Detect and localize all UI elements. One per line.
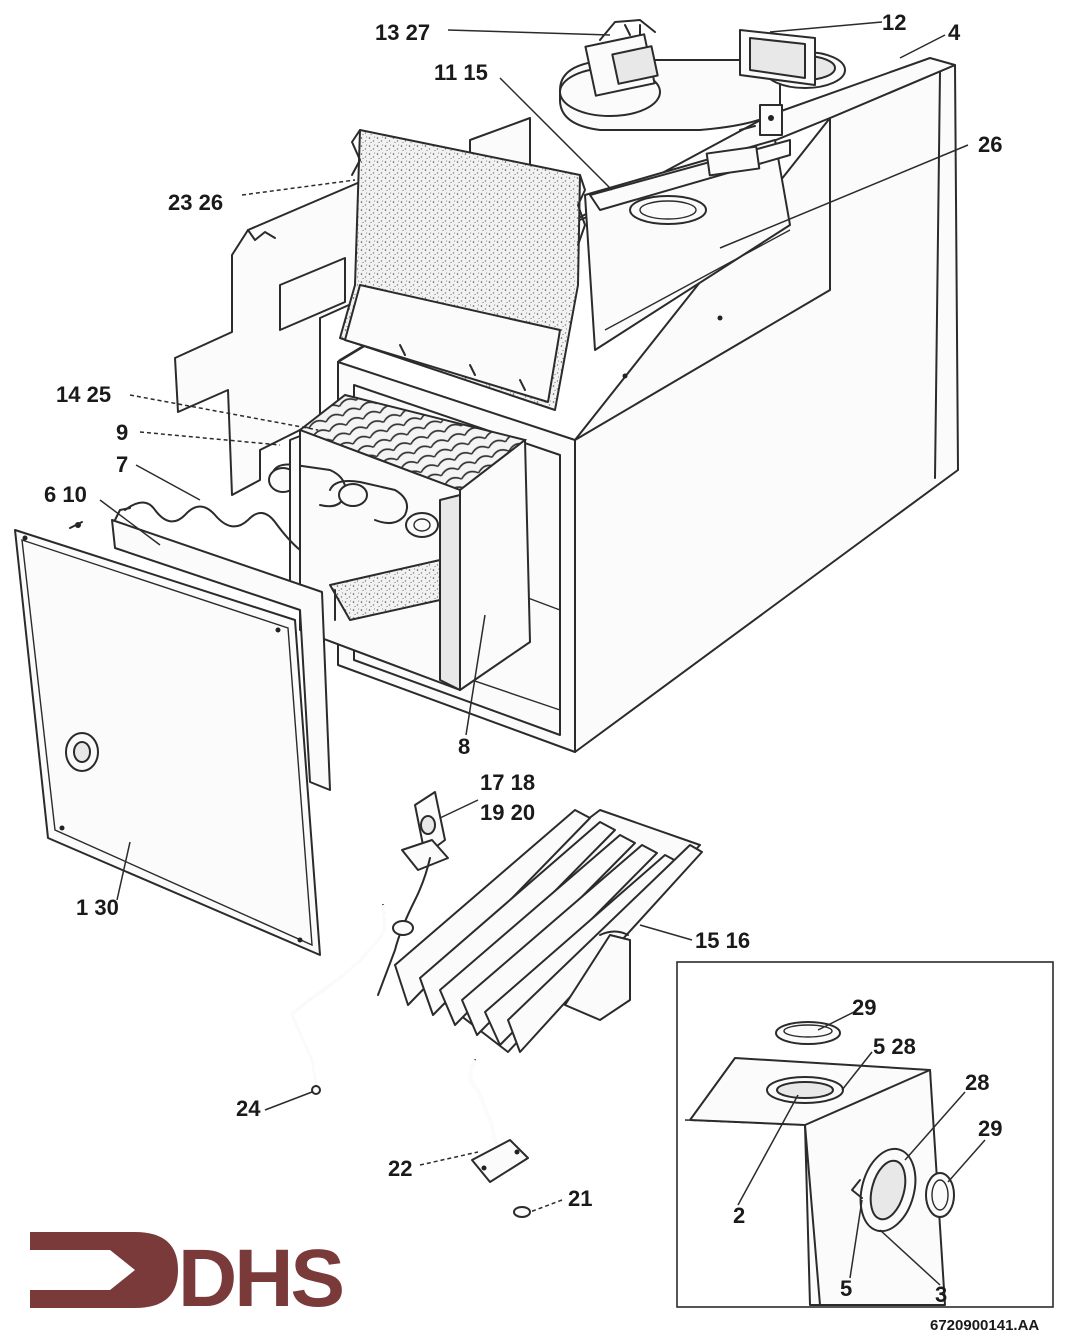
- label-23-26: 23 26: [168, 190, 223, 215]
- draught-diverter: [584, 139, 791, 351]
- label-15-16: 15 16: [695, 928, 750, 953]
- label-3: 3: [935, 1282, 947, 1307]
- label-1-30: 1 30: [76, 895, 119, 920]
- label-14-25: 14 25: [56, 382, 111, 407]
- label-29-side: 29: [978, 1116, 1002, 1141]
- pilot-tube: [290, 904, 387, 1095]
- label-17-18: 17 18: [480, 770, 535, 795]
- burner-assembly: [394, 809, 703, 1053]
- dhs-logo: DHS: [30, 1232, 345, 1324]
- front-door-panel: [14, 529, 321, 956]
- label-4: 4: [948, 20, 961, 45]
- label-8: 8: [458, 734, 470, 759]
- label-24: 24: [236, 1096, 261, 1121]
- label-11-15: 11 15: [434, 60, 488, 85]
- front-baffle-plate: [69, 501, 441, 791]
- drawing-code: 6720900141.AA: [930, 1317, 1039, 1334]
- flue-adaptor-inset: [676, 961, 1054, 1308]
- label-29-top: 29: [852, 995, 876, 1020]
- label-19-20: 19 20: [480, 800, 535, 825]
- label-9: 9: [116, 420, 128, 445]
- logo-text: DHS: [178, 1233, 342, 1324]
- label-22: 22: [388, 1156, 412, 1181]
- label-28: 28: [965, 1070, 989, 1095]
- label-12: 12: [882, 10, 906, 35]
- label-7: 7: [116, 452, 128, 477]
- label-2: 2: [733, 1203, 745, 1228]
- combustion-chamber-cover: [339, 129, 586, 411]
- label-5-28: 5 28: [873, 1034, 916, 1059]
- label-6-10: 6 10: [44, 482, 87, 507]
- label-5: 5: [840, 1276, 852, 1301]
- label-13-27: 13 27: [375, 20, 430, 45]
- leader-lines: [99, 21, 986, 1286]
- label-26-flue: 26: [978, 132, 1002, 157]
- ignition-electrode: [377, 791, 449, 996]
- fan-assembly: [559, 19, 846, 136]
- gas-supply-pipe: [468, 1059, 531, 1218]
- arrow-mark: [30, 1232, 178, 1308]
- label-21: 21: [568, 1186, 592, 1211]
- part-labels: 13 27 12 4 11 15 26 23 26 14 25 9 7 6 10…: [44, 10, 1039, 1334]
- heat-exchanger: [268, 393, 531, 691]
